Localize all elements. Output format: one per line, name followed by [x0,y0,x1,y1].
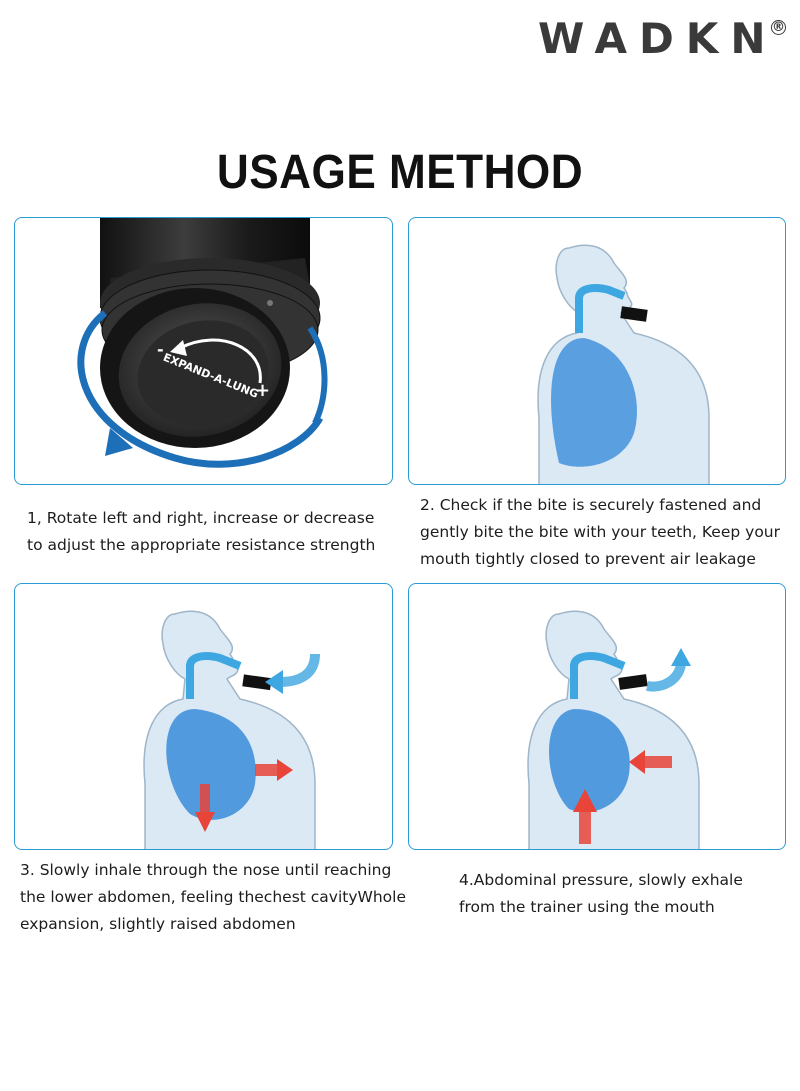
step-3-image-panel [14,583,393,850]
mouthpiece-icon [242,674,272,691]
page-title: USAGE METHOD [216,146,584,199]
step-2-caption: 2. Check if the bite is securely fastene… [420,492,795,573]
dial-direction-arrow-icon [179,338,262,384]
lungs-icon [551,338,637,467]
step-4-line-2: from the trainer using the mouth [459,898,715,916]
brand-logo-text: WADKN [538,14,778,63]
step-4-line-1: 4.Abdominal pressure, slowly exhale [459,871,743,889]
dial-plus-sign: + [255,380,270,401]
step-3-line-2: the lower abdomen, feeling thechest cavi… [20,888,406,906]
rotation-arrow-front-icon [77,310,324,468]
brand-logo: WADKN ® [538,14,788,70]
step-2-line-2: gently bite the bite with your teeth, Ke… [420,523,780,541]
step-2-image-panel [408,217,786,485]
step-1-line-2: to adjust the appropriate resistance str… [27,536,376,554]
mouthpiece-icon [618,674,648,690]
step-3-caption: 3. Slowly inhale through the nose until … [20,857,406,938]
abdomen-pressure-arrow-icon [579,809,591,844]
abdomen-arrow-icon [200,784,210,814]
step-1-line-1: 1, Rotate left and right, increase or de… [27,509,375,527]
step-2-line-1: 2. Check if the bite is securely fastene… [420,496,762,514]
step-1-image-panel: - + EXPAND-A-LUNG [14,217,393,485]
airway-icon [575,284,626,333]
step-2-line-3: mouth tightly closed to prevent air leak… [420,550,756,568]
chest-compression-arrow-icon [644,756,672,768]
lungs-icon [166,709,256,820]
step-3-line-1: 3. Slowly inhale through the nose until … [20,861,392,879]
breathing-illustration-inhale [143,610,320,849]
step-3-line-3: expansion, slightly raised abdomen [20,915,296,933]
airway-icon [570,652,626,699]
breathing-illustration-bite [537,244,710,484]
step-1-caption: 1, Rotate left and right, increase or de… [27,505,397,559]
airway-icon [186,652,242,699]
dial-illustration: - + EXPAND-A-LUNG [77,218,328,468]
dial-minus-sign: - [157,340,164,359]
step-4-image-panel [408,583,786,850]
registered-mark-icon: ® [771,20,786,35]
chest-expansion-arrow-icon [255,764,277,776]
inhale-arrow-icon [279,653,320,687]
exhale-arrow-icon [646,662,686,692]
breathing-illustration-exhale [527,610,700,849]
mouthpiece-icon [620,306,648,322]
lungs-icon [549,709,630,813]
step-4-caption: 4.Abdominal pressure, slowly exhale from… [459,867,789,921]
